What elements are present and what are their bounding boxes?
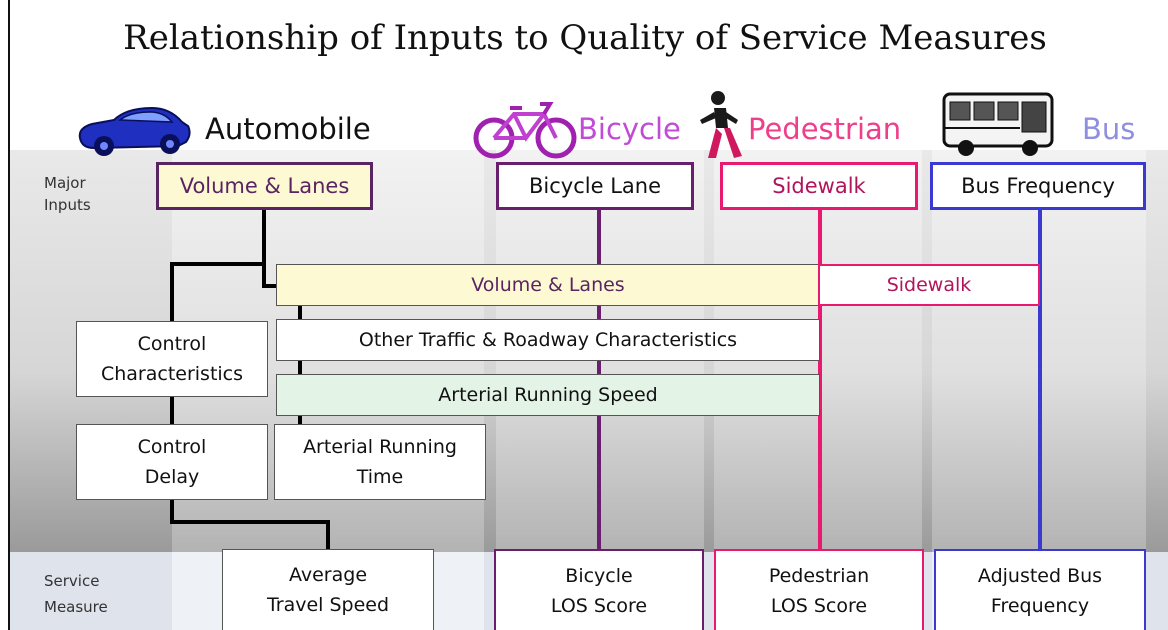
input-automobile: Volume & Lanes [156,162,373,210]
input-bicycle: Bicycle Lane [496,162,694,210]
measure-bicycle: Bicycle LOS Score [494,549,704,630]
diagram-title: Relationship of Inputs to Quality of Ser… [123,18,1047,58]
auto-connector [170,520,330,524]
mode-label-bicycle: Bicycle [578,112,681,146]
auto-connector [170,262,266,266]
auto-connector [326,520,330,552]
car-icon [74,100,194,158]
mode-label-pedestrian: Pedestrian [748,112,902,146]
frame-left-line [8,0,10,630]
shared-other-traffic: Other Traffic & Roadway Characteristics [276,319,820,361]
input-pedestrian: Sidewalk [720,162,918,210]
mode-label-bus: Bus [1082,112,1136,146]
bus-icon [940,88,1058,158]
auto-connector [298,300,302,424]
shared-arterial-speed: Arterial Running Speed [276,374,820,416]
measure-automobile: Average Travel Speed [222,549,434,630]
measure-pedestrian: Pedestrian LOS Score [714,549,924,630]
input-bus: Bus Frequency [930,162,1146,210]
shared-volume-lanes: Volume & Lanes [276,264,820,306]
mode-label-automobile: Automobile [205,112,371,146]
pedestrian-icon [694,90,748,160]
pedestrian-connector [818,208,822,552]
control-delay-box: Control Delay [76,424,268,500]
control-characteristics-box: Control Characteristics [76,321,268,397]
bus-connector [1038,208,1042,552]
shared-sidewalk: Sidewalk [818,264,1040,306]
bicycle-icon [470,98,580,160]
row-label-measures: Service Measure [44,572,108,616]
arterial-running-time-box: Arterial Running Time [274,424,486,500]
row-label-inputs: Major Inputs [44,174,91,214]
auto-connector [262,208,266,286]
measure-bus: Adjusted Bus Frequency [934,549,1146,630]
auto-connector [262,284,280,288]
